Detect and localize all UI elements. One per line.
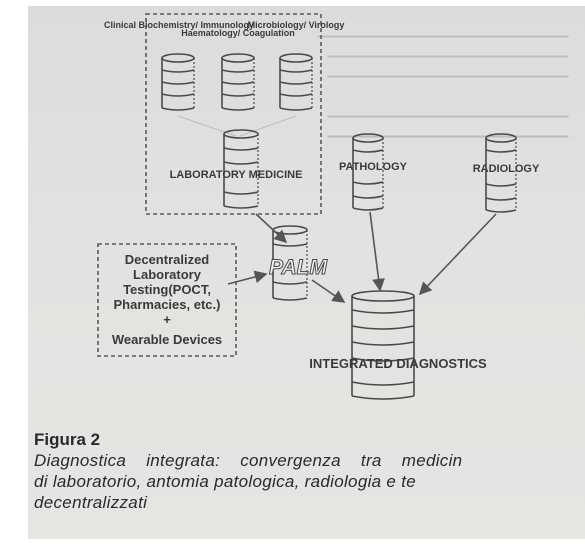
pathology-label: PATHOLOGY	[339, 161, 408, 173]
arrow-lab-to-palm	[255, 213, 288, 244]
background-print	[317, 35, 569, 138]
connector-line	[239, 115, 297, 137]
integrated-diagnostics-label: INTEGRATED DIAGNOSTICS	[309, 356, 487, 371]
decentralized-line-4: Pharmacies, etc.)	[114, 297, 221, 312]
caption-line-3: decentralizzati	[34, 493, 148, 512]
caption-line-2: di laboratorio, antomia patologica, radi…	[34, 472, 416, 491]
laboratory-medicine-label: LABORATORY MEDICINE	[170, 169, 303, 181]
decentralized-line-1: Decentralized	[125, 252, 210, 267]
arrow-radiology-to-integrated	[418, 213, 497, 296]
microbiology-cylinder-icon	[279, 53, 313, 111]
microbiology-label: Microbiology/ Virology	[248, 20, 345, 30]
diagram-canvas: Clinical Biochemistry/ Immunology Haemat…	[97, 13, 569, 400]
palm-cylinder-icon	[272, 225, 308, 301]
decentralized-testing-box	[97, 243, 237, 357]
decentralized-line-3: Testing(POCT,	[123, 282, 211, 297]
caption-text: Diagnostica integrata: convergenza tra m…	[34, 450, 585, 513]
arrow-pathology-to-integrated	[369, 211, 385, 292]
clinical-biochemistry-cylinder-icon	[161, 53, 195, 111]
integrated-diagnostics-cylinder-icon	[351, 290, 415, 400]
caption-line-1: Diagnostica integrata: convergenza tra m…	[34, 451, 463, 470]
radiology-cylinder-icon	[485, 133, 517, 213]
haematology-label: Haematology/ Coagulation	[181, 28, 295, 38]
radiology-label: RADIOLOGY	[473, 163, 540, 175]
figure-caption: Figura 2 Diagnostica integrata: converge…	[34, 430, 585, 513]
connector-line	[177, 115, 237, 137]
decentralized-line-2: Laboratory	[133, 267, 202, 282]
caption-title: Figura 2	[34, 430, 101, 449]
laboratory-group-box	[145, 13, 322, 215]
decentralized-line-5: +	[163, 312, 171, 327]
arrow-palm-to-integrated	[311, 279, 346, 303]
laboratory-medicine-cylinder-icon	[223, 129, 259, 209]
pathology-cylinder-icon	[352, 133, 384, 211]
figure-photo: Clinical Biochemistry/ Immunology Haemat…	[28, 6, 585, 539]
clinical-biochemistry-label: Clinical Biochemistry/ Immunology	[104, 20, 254, 30]
decentralized-line-6: Wearable Devices	[112, 332, 222, 347]
haematology-cylinder-icon	[221, 53, 255, 111]
palm-label: PALM	[269, 256, 327, 279]
arrow-decentralized-to-palm	[227, 270, 268, 285]
